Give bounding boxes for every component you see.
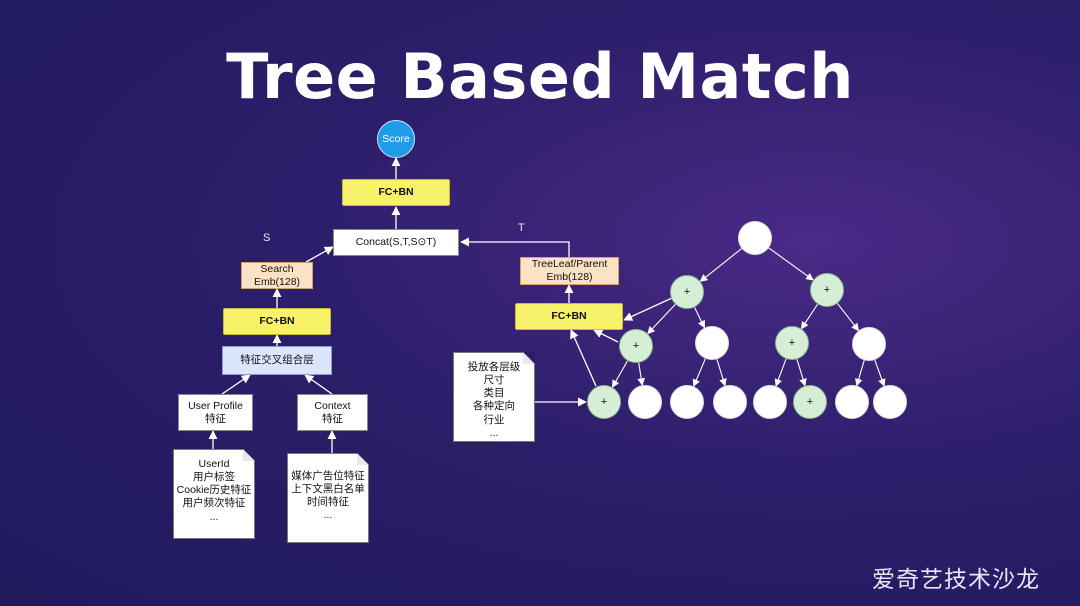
tree-edge-0-0-1	[768, 247, 814, 281]
user-doc-line-4: 用户频次特征	[182, 497, 246, 510]
edge-tree-concat	[460, 237, 570, 257]
tree-emb-line-2: Emb(128)	[546, 271, 593, 283]
edge-plus1-fcbn	[623, 297, 673, 321]
tree-emb-line-1: TreeLeaf/Parent	[531, 258, 608, 271]
ad-doc-line-6: ...	[489, 426, 499, 439]
context-feature-document: 媒体广告位特征 上下文黑白名单 时间特征 ...	[287, 453, 369, 543]
tree-edge-2-2-5	[796, 359, 807, 387]
user-profile-line-2: 特征	[205, 412, 226, 425]
user-feature-document: UserId 用户标签 Cookie历史特征 用户频次特征 ...	[173, 449, 255, 539]
tree-node-3-5-plus: +	[793, 385, 827, 419]
ad-doc-line-1: 投放各层级	[467, 361, 521, 373]
user-doc-line-1: UserId	[198, 458, 230, 470]
search-emb-line-1: Search	[260, 262, 294, 275]
edge-leaf-fcbn	[570, 329, 597, 387]
tree-node-1-1-plus: +	[810, 273, 844, 307]
tree-edge-1-0-1	[693, 307, 706, 329]
tree-node-3-0-plus: +	[587, 385, 621, 419]
context-doc-line-1: 媒体广告位特征	[291, 470, 365, 482]
ad-doc-line-3: 类目	[483, 387, 505, 400]
edge-search-concat	[305, 246, 334, 263]
search-emb-box: Search Emb(128)	[241, 262, 313, 289]
context-doc-line-2: 上下文黑白名单	[291, 483, 365, 496]
tree-node-3-7	[873, 385, 907, 419]
tree-edge-2-1-2	[692, 358, 706, 388]
tree-emb-box: TreeLeaf/Parent Emb(128)	[520, 257, 619, 285]
tree-edge-1-1-2	[800, 303, 819, 330]
user-profile-box: User Profile 特征	[178, 394, 253, 431]
ad-doc-line-5: 行业	[483, 413, 505, 426]
user-doc-line-2: 用户标签	[193, 471, 235, 484]
concat-box: Concat(S,T,S⊙T)	[333, 229, 459, 256]
tree-edge-0-0-0	[699, 248, 743, 282]
tree-node-0-0	[738, 221, 772, 255]
user-profile-line-1: User Profile	[188, 399, 243, 412]
tree-edge-2-0-0	[611, 360, 629, 388]
tree-edge-2-0-1	[637, 362, 646, 386]
tree-node-1-0-plus: +	[670, 275, 704, 309]
tree-edge-2-2-4	[774, 358, 787, 387]
tree-edge-1-1-3	[837, 303, 860, 332]
context-box: Context 特征	[297, 394, 368, 431]
tree-node-3-1	[628, 385, 662, 419]
fc-bn-top-box: FC+BN	[342, 179, 450, 206]
ad-feature-document: 投放各层级 尺寸 类目 各种定向 行业 ...	[453, 352, 535, 442]
edge-user-cross	[221, 374, 251, 395]
tree-node-2-1	[695, 326, 729, 360]
tree-node-3-2	[670, 385, 704, 419]
feature-cross-layer-box: 特征交叉组合层	[222, 346, 332, 375]
edge-context-cross	[304, 374, 333, 395]
tree-node-3-3	[713, 385, 747, 419]
tree-edge-2-3-6	[855, 360, 865, 387]
tree-node-3-6	[835, 385, 869, 419]
tree-edge-2-1-3	[716, 359, 727, 387]
tree-node-2-2-plus: +	[775, 326, 809, 360]
label-s: S	[263, 232, 271, 244]
context-doc-line-4: ...	[323, 509, 333, 522]
tree-edge-1-0-0	[647, 303, 676, 335]
ad-doc-line-4: 各种定向	[473, 400, 515, 413]
fc-bn-right-box: FC+BN	[515, 303, 623, 330]
edge-plus2-fcbn	[593, 329, 619, 343]
tree-edge-2-3-7	[874, 359, 886, 387]
tree-node-2-3	[852, 327, 886, 361]
score-node: Score	[377, 120, 415, 158]
fc-bn-left-box: FC+BN	[223, 308, 331, 335]
context-doc-line-3: 时间特征	[307, 496, 349, 509]
label-t: T	[518, 222, 525, 234]
ad-doc-line-2: 尺寸	[483, 374, 505, 387]
watermark-logo-text: 爱奇艺技术沙龙	[872, 567, 1040, 593]
tree-node-2-0-plus: +	[619, 329, 653, 363]
context-line-2: 特征	[322, 412, 343, 425]
search-emb-line-2: Emb(128)	[253, 275, 301, 288]
tree-node-3-4	[753, 385, 787, 419]
user-doc-line-3: Cookie历史特征	[176, 484, 252, 497]
slide-title: Tree Based Match	[226, 40, 854, 113]
user-doc-line-5: ...	[209, 510, 219, 523]
context-line-1: Context	[314, 399, 351, 412]
